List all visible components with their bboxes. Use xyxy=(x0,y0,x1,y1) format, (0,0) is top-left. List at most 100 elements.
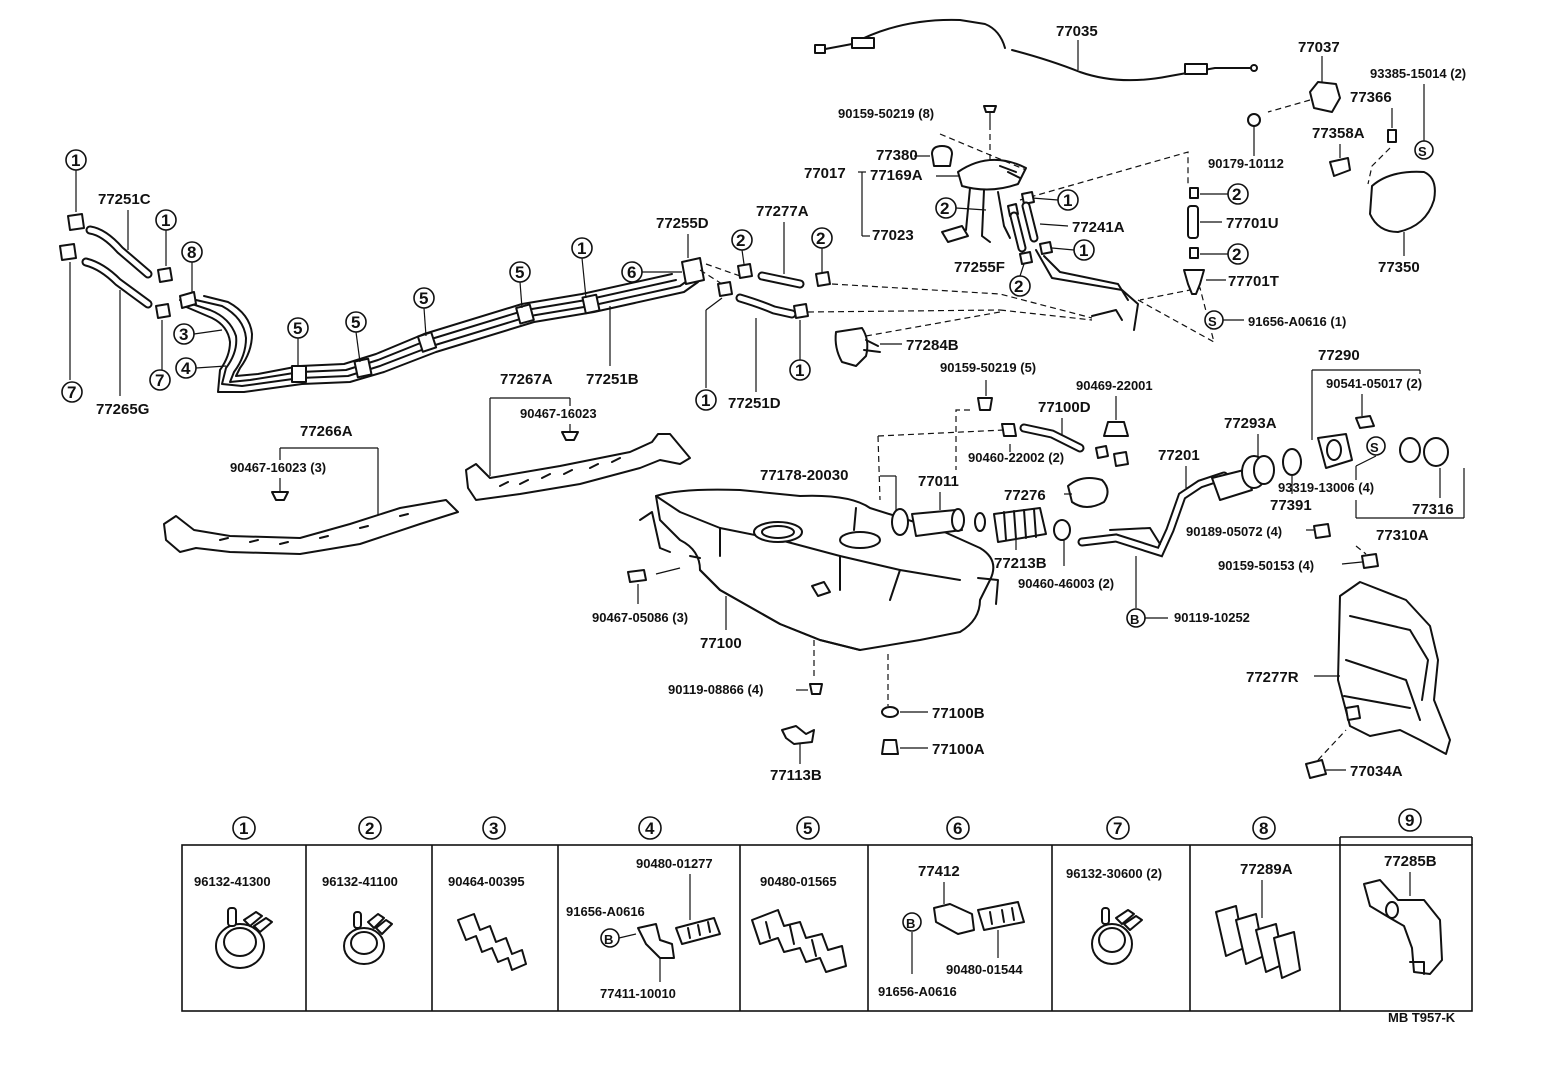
label-77037: 77037 xyxy=(1298,39,1340,56)
svg-text:8: 8 xyxy=(187,243,196,262)
label-77316: 77316 xyxy=(1412,501,1454,518)
svg-text:1: 1 xyxy=(795,361,804,380)
svg-text:2: 2 xyxy=(940,199,949,218)
clip-icon xyxy=(457,913,527,971)
tube-77011 xyxy=(911,508,965,537)
label-77251B: 77251B xyxy=(586,371,639,388)
svg-text:B: B xyxy=(604,932,613,947)
part-77276 xyxy=(1067,477,1109,508)
part-77023 xyxy=(941,225,969,243)
label-90460-46003-2: 90460-46003 (2) xyxy=(1018,576,1114,591)
legend-number-circle xyxy=(796,816,820,840)
svg-text:5: 5 xyxy=(419,289,428,308)
legend-part-4-bot: 77411-10010 xyxy=(600,986,676,1001)
legend-number-circle xyxy=(482,816,506,840)
legend-number: 7 xyxy=(1113,819,1122,838)
callout-7 xyxy=(61,381,83,403)
label-77213B: 77213B xyxy=(994,555,1047,572)
label-77276: 77276 xyxy=(1004,487,1046,504)
legend-number-circle xyxy=(232,816,256,840)
svg-text:7: 7 xyxy=(155,371,164,390)
svg-text:S: S xyxy=(1208,314,1217,329)
bracket-icon xyxy=(637,923,675,959)
bolt-90159-50219 xyxy=(983,105,997,113)
label-77255F: 77255F xyxy=(954,259,1005,276)
filler-pipe-77201 xyxy=(1077,469,1253,558)
label-77277R: 77277R xyxy=(1246,669,1299,686)
label-77293A: 77293A xyxy=(1224,415,1277,432)
ring-77391 xyxy=(1282,448,1302,476)
svg-text:1: 1 xyxy=(161,211,170,230)
gasket-77178 xyxy=(891,508,909,536)
legend-part-4-mid: 91656-A0616 xyxy=(566,904,645,919)
callout-7 xyxy=(149,369,171,391)
svg-text:1: 1 xyxy=(71,151,80,170)
cap-77316 xyxy=(1423,437,1449,467)
legend-part-9: 77285B xyxy=(1384,853,1437,870)
legend-number-circle xyxy=(1106,816,1130,840)
legend-number: 4 xyxy=(645,819,655,838)
svg-text:1: 1 xyxy=(701,391,710,410)
legend-number: 9 xyxy=(1405,811,1414,830)
legend-number: 3 xyxy=(489,819,498,838)
label-77701T: 77701T xyxy=(1228,273,1279,290)
protector-77277R xyxy=(1337,581,1451,755)
svg-text:B: B xyxy=(1130,612,1139,627)
gauge-assembly-77017 xyxy=(939,133,1189,243)
label-77358A: 77358A xyxy=(1312,125,1365,142)
opener-77037 xyxy=(1267,56,1341,113)
legend-part-3: 90464-00395 xyxy=(448,874,525,889)
label-90119-08866-4: 90119-08866 (4) xyxy=(668,682,763,697)
label-77265G: 77265G xyxy=(96,401,149,418)
svg-text:6: 6 xyxy=(627,263,636,282)
label-77701U: 77701U xyxy=(1226,215,1279,232)
legend-part-1: 96132-41300 xyxy=(194,874,271,889)
svg-text:2: 2 xyxy=(736,231,745,250)
fuel-tank-77100 xyxy=(639,488,999,651)
part-77113B xyxy=(781,725,815,745)
label-77241A: 77241A xyxy=(1072,219,1125,236)
clip-icon xyxy=(751,909,847,973)
label-77017: 77017 xyxy=(804,165,846,182)
clamp-icon xyxy=(343,911,393,965)
protector-77266A xyxy=(163,499,459,555)
bracket-icon xyxy=(933,903,975,935)
legend-part-6-top: 77412 xyxy=(918,863,960,880)
legend-part-6-bot: 91656-A0616 xyxy=(878,984,957,999)
label-90467-05086-3: 90467-05086 (3) xyxy=(592,610,688,625)
svg-text:1: 1 xyxy=(1079,241,1088,260)
legend-number-circle xyxy=(638,816,662,840)
legend-part-6-mid: 90480-01544 xyxy=(946,962,1023,977)
hose-77251D xyxy=(735,293,797,319)
label-90119-10252: 90119-10252 xyxy=(1174,610,1250,625)
svg-text:5: 5 xyxy=(351,313,360,332)
legend-number: 8 xyxy=(1259,819,1268,838)
hose-77213B xyxy=(993,507,1047,543)
legend-number-circle xyxy=(1398,808,1422,832)
label-77277A: 77277A xyxy=(756,203,809,220)
legend-number: 6 xyxy=(953,819,962,838)
label-77267A: 77267A xyxy=(500,371,553,388)
label-90159-50219-5: 90159-50219 (5) xyxy=(940,360,1036,375)
bracket-icon xyxy=(1363,879,1443,975)
fuel-lid-77350 xyxy=(1367,147,1436,256)
label-90159-50153-4: 90159-50153 (4) xyxy=(1218,558,1314,573)
label-77100A: 77100A xyxy=(932,741,985,758)
part-90179-10112 xyxy=(1247,113,1261,127)
legend-number: 2 xyxy=(365,819,374,838)
label-77310A: 77310A xyxy=(1376,527,1429,544)
hose-77251C xyxy=(85,225,153,279)
part-77358A xyxy=(1329,157,1351,177)
part-77100A xyxy=(881,739,899,755)
legend-number-circle xyxy=(946,816,970,840)
clip-icon xyxy=(1215,905,1301,979)
label-77023: 77023 xyxy=(872,227,914,244)
label-77100: 77100 xyxy=(700,635,742,652)
label-77011: 77011 xyxy=(918,473,959,490)
legend-table xyxy=(181,836,1473,1012)
label-77201: 77201 xyxy=(1158,447,1200,464)
label-90469-22001: 90469-22001 xyxy=(1076,378,1153,393)
svg-text:5: 5 xyxy=(293,319,302,338)
hose-77265G xyxy=(81,257,153,309)
